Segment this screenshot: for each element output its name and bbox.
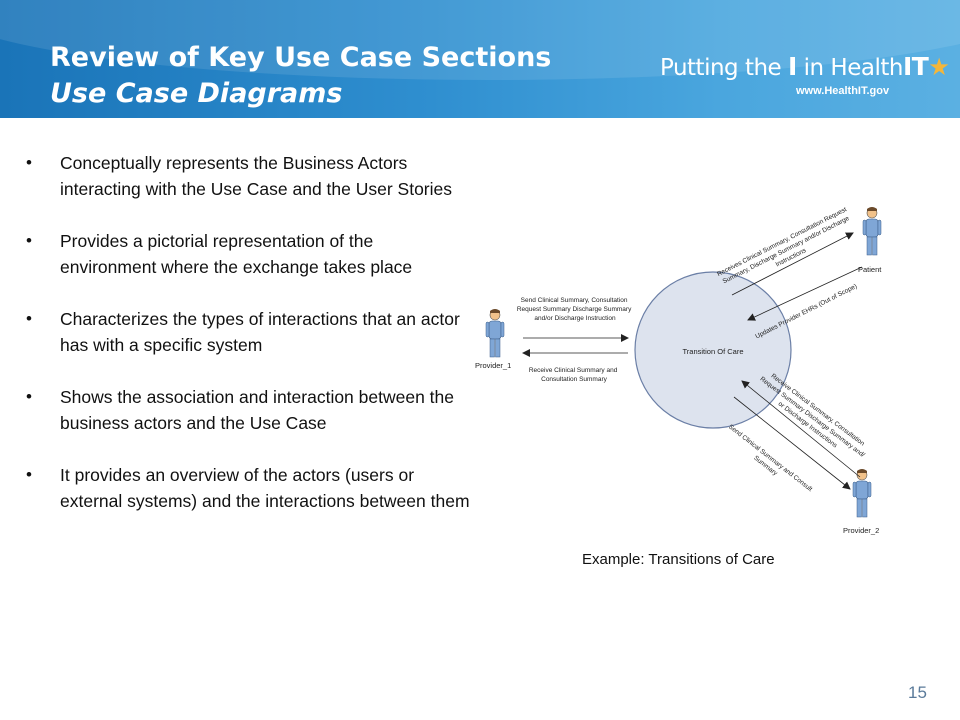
label-p1-send-line: and/or Discharge Instruction [534,315,616,322]
arrow-patient-receives [731,232,854,296]
label-p1-send: Send Clinical Summary, Consultation Requ… [517,297,633,322]
label-p1-send-line: Send Clinical Summary, Consultation [521,297,628,304]
label-p1-receive: Receive Clinical Summary and Consultatio… [529,367,619,383]
patient-actor-icon [862,206,882,256]
title-main: Review of Key Use Case Sections [50,42,552,73]
provider2-actor-icon [852,468,872,518]
label-p2-send-line: Send Clinical Summary and Consult [727,423,813,493]
bullet-text: Shows the association and interaction be… [60,387,455,433]
label-patient-receives-line: Receives Clinical Summary, Consultation … [716,206,848,278]
bullet-text: Characterizes the types of interactions … [60,309,460,355]
bullet-item: • It provides an overview of the actors (… [20,462,470,514]
bullet-icon: • [26,309,32,328]
logo-wordmark: Putting the I in HealthIT★ [660,52,950,81]
logo-text-3: in Health [796,55,904,81]
actor-patient-label: Patient [858,265,882,274]
arrow-p2-send [733,396,851,490]
bullet-text: It provides an overview of the actors (u… [60,465,470,511]
logo-url: www.HealthIT.gov [796,85,890,97]
arrow-patient-updates [747,266,863,321]
arrow-p2-receive [741,380,861,478]
actor-provider1-label: Provider_1 [475,361,511,370]
bullet-text: Conceptually represents the Business Act… [60,153,452,199]
bullet-icon: • [26,153,32,172]
page-number: 15 [908,683,927,702]
bullet-list: • Conceptually represents the Business Ac… [20,150,470,540]
label-p2-receive: Receive Clinical Summary, Consultation R… [753,368,872,467]
label-p1-send-line: Request Summary Discharge Summary [517,306,632,313]
label-p1-receive-line: Consultation Summary [541,376,607,383]
logo-text-1: Putting the [660,55,789,81]
provider1-actor-icon [485,308,505,358]
bullet-item: • Provides a pictorial representation of … [20,228,470,280]
logo-text-4: IT [902,52,929,81]
bullet-icon: • [26,465,32,484]
bullet-item: • Characterizes the types of interactions… [20,306,470,358]
title-subtitle: Use Case Diagrams [50,78,343,109]
bullet-item: • Conceptually represents the Business Ac… [20,150,470,202]
slide-header: Review of Key Use Case Sections Use Case… [0,0,960,118]
bullet-text: Provides a pictorial representation of t… [60,231,413,277]
label-p2-send: Send Clinical Summary and Consult Summar… [722,423,815,501]
label-p1-receive-line: Receive Clinical Summary and [529,367,618,374]
healthit-logo: Putting the I in HealthIT★ www.HealthIT.… [660,52,950,104]
label-p2-receive-line: Request Summary Discharge Summary and/ [759,376,866,459]
bullet-icon: • [26,387,32,406]
slide-title: Review of Key Use Case Sections Use Case… [50,40,551,112]
use-case-label: Transition Of Care [683,347,744,356]
bullet-icon: • [26,231,32,250]
actor-provider2-label: Provider_2 [843,526,879,535]
bullet-item: • Shows the association and interaction b… [20,384,470,436]
diagram-caption: Example: Transitions of Care [582,551,775,568]
label-patient-receives-line: Summary, Discharge Summary and/or Discha… [722,215,851,285]
logo-text-2: I [788,52,797,81]
use-case-diagram: Transition Of Care Provider_1 Patient Pr… [475,206,882,535]
star-icon: ★ [928,53,950,81]
